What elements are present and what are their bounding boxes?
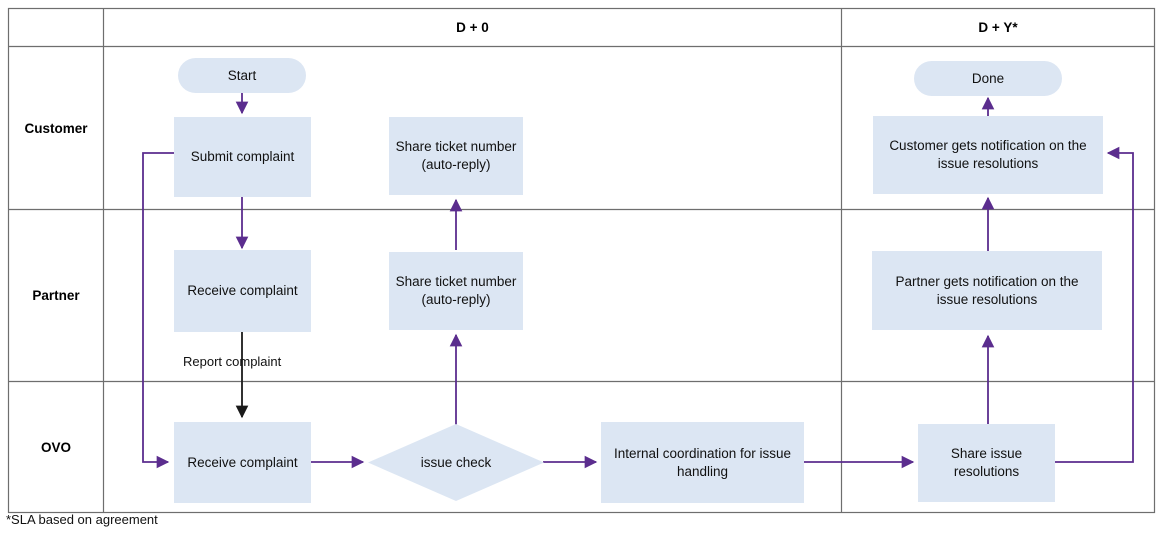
edge-submit-to-receive-ovo: [142, 152, 174, 469]
node-receive-complaint-partner-label: Receive complaint: [187, 283, 298, 299]
column-header-d0: D + 0: [104, 9, 841, 46]
edge-share-issue-to-customer-notification: [1054, 146, 1134, 463]
footnote-sla: *SLA based on agreement: [6, 512, 158, 527]
lane-label-ovo: OVO: [9, 382, 103, 512]
node-customer-notification[interactable]: Customer gets notification on the issue …: [873, 116, 1103, 194]
node-share-ticket-customer[interactable]: Share ticket number (auto-reply): [389, 117, 523, 195]
column-header-dy: D + Y*: [842, 9, 1154, 46]
node-customer-notification-label: Customer gets notification on the issue …: [889, 138, 1087, 171]
node-share-ticket-customer-label: Share ticket number (auto-reply): [395, 139, 517, 172]
connectors: [142, 93, 1134, 469]
swimlane-grid: [7, 7, 1156, 514]
column-header-d0-label: D + 0: [456, 20, 489, 35]
lane-label-customer: Customer: [9, 47, 103, 209]
node-issue-check-label: issue check: [420, 454, 492, 470]
node-share-ticket-partner[interactable]: Share ticket number (auto-reply): [389, 252, 523, 330]
node-share-ticket-partner-label: Share ticket number (auto-reply): [395, 274, 517, 307]
lane-label-partner-text: Partner: [32, 288, 80, 303]
lane-label-ovo-text: OVO: [40, 439, 71, 455]
node-done-label: Done: [971, 70, 1005, 86]
node-submit-complaint-label: Submit complaint: [190, 149, 295, 165]
node-issue-check[interactable]: issue check: [368, 424, 544, 501]
edge-label-report-complaint: Report complaint: [183, 354, 281, 369]
node-receive-complaint-ovo[interactable]: Receive complaint: [174, 422, 311, 503]
node-submit-complaint[interactable]: Submit complaint: [174, 117, 311, 197]
node-start[interactable]: Start: [178, 58, 306, 93]
node-done[interactable]: Done: [914, 61, 1062, 96]
node-partner-notification-label: Partner gets notification on the issue r…: [895, 273, 1079, 307]
footnote-sla-text: *SLA based on agreement: [6, 512, 158, 527]
lane-label-partner: Partner: [9, 210, 103, 381]
issue-check-diamond-shape: [368, 424, 544, 501]
lane-label-customer-text: Customer: [24, 120, 88, 136]
node-internal-coordination-label: Internal coordination for issue handling: [613, 445, 792, 479]
edge-label-report-complaint-text: Report complaint: [183, 354, 282, 369]
node-share-issue-resolutions[interactable]: Share issue resolutions: [918, 424, 1055, 502]
node-share-issue-resolutions-label: Share issue resolutions: [950, 446, 1023, 479]
node-start-label: Start: [227, 67, 257, 83]
node-internal-coordination[interactable]: Internal coordination for issue handling: [601, 422, 804, 503]
node-partner-notification[interactable]: Partner gets notification on the issue r…: [872, 251, 1102, 330]
node-receive-complaint-ovo-label: Receive complaint: [187, 454, 298, 470]
column-header-dy-label: D + Y*: [978, 20, 1018, 35]
node-receive-complaint-partner[interactable]: Receive complaint: [174, 250, 311, 332]
